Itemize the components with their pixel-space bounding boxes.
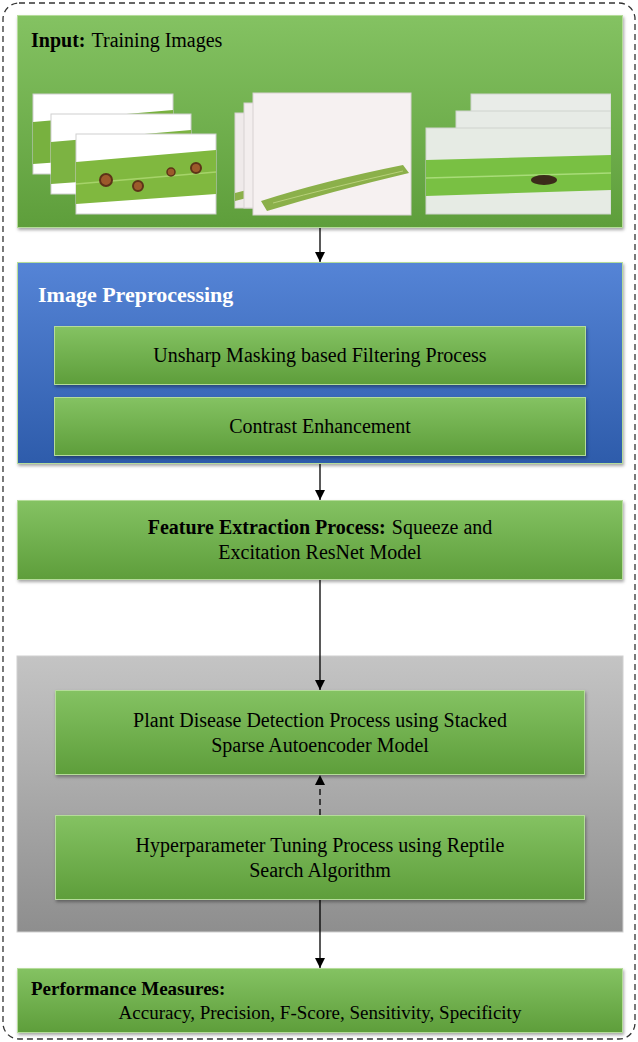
flow-arrow xyxy=(319,580,320,690)
node-body: Unsharp Masking based Filtering Process xyxy=(65,343,575,368)
box-heading: Image Preprocessing xyxy=(38,281,602,309)
box-heading: Feature Extraction Process: xyxy=(148,516,386,538)
dashed-arrow xyxy=(319,775,320,815)
process-box: Unsharp Masking based Filtering Process xyxy=(54,326,586,385)
box-text: Accuracy, Precision, F-Score, Sensitivit… xyxy=(31,1001,609,1025)
stage-panel: Image PreprocessingUnsharp Masking based… xyxy=(17,262,623,464)
node-body: Input: Training Images xyxy=(31,28,609,53)
node-body: Performance Measures:Accuracy, Precision… xyxy=(31,977,609,1025)
box-text: Plant Disease Detection Process using St… xyxy=(131,708,509,758)
node-body: Image Preprocessing xyxy=(38,281,602,309)
leaf-photo-part xyxy=(426,173,611,178)
leaf-photo-part xyxy=(426,155,611,196)
leaf-photo xyxy=(76,134,216,214)
leaf-photo-part xyxy=(426,128,611,214)
process-box: Contrast Enhancement xyxy=(54,397,586,456)
leaf-photo-part xyxy=(133,181,143,191)
box-text: Unsharp Masking based Filtering Process xyxy=(65,343,575,368)
leaf-photo-part xyxy=(253,93,411,215)
flow-arrow xyxy=(319,228,320,262)
dashed-frame xyxy=(3,3,635,1039)
leaf-photo-part xyxy=(273,171,403,203)
node-body: Plant Disease Detection Process using St… xyxy=(131,708,509,758)
leaf-photo xyxy=(426,128,611,214)
box-text: Contrast Enhancement xyxy=(65,414,575,439)
flow-arrow xyxy=(319,464,320,500)
leaf-photo-part xyxy=(76,150,216,204)
box-text: Hyperparameter Tuning Process using Rept… xyxy=(131,833,509,883)
leaf-photo-part xyxy=(100,174,112,186)
process-box: Hyperparameter Tuning Process using Rept… xyxy=(55,815,585,900)
leaf-images xyxy=(31,71,611,221)
leaf-photo-part xyxy=(531,175,557,185)
process-box: Input: Training Images xyxy=(17,15,623,228)
process-box: Feature Extraction Process:Squeeze and E… xyxy=(17,500,623,580)
box-heading: Input: xyxy=(31,29,85,51)
node-body: Feature Extraction Process:Squeeze and E… xyxy=(111,515,529,565)
box-heading: Performance Measures: xyxy=(31,977,609,1001)
leaf-photo-part xyxy=(261,165,409,211)
node-body: Contrast Enhancement xyxy=(65,414,575,439)
box-text: Training Images xyxy=(91,29,222,51)
model-panel xyxy=(17,656,623,932)
process-box: Performance Measures:Accuracy, Precision… xyxy=(17,968,623,1033)
flow-arrow xyxy=(319,900,320,968)
node-body: Hyperparameter Tuning Process using Rept… xyxy=(131,833,509,883)
leaf-photo xyxy=(253,93,411,215)
process-box: Plant Disease Detection Process using St… xyxy=(55,690,585,775)
leaf-photo-part xyxy=(167,168,175,176)
leaf-photo-part xyxy=(76,134,216,214)
leaf-photo-part xyxy=(191,163,201,173)
